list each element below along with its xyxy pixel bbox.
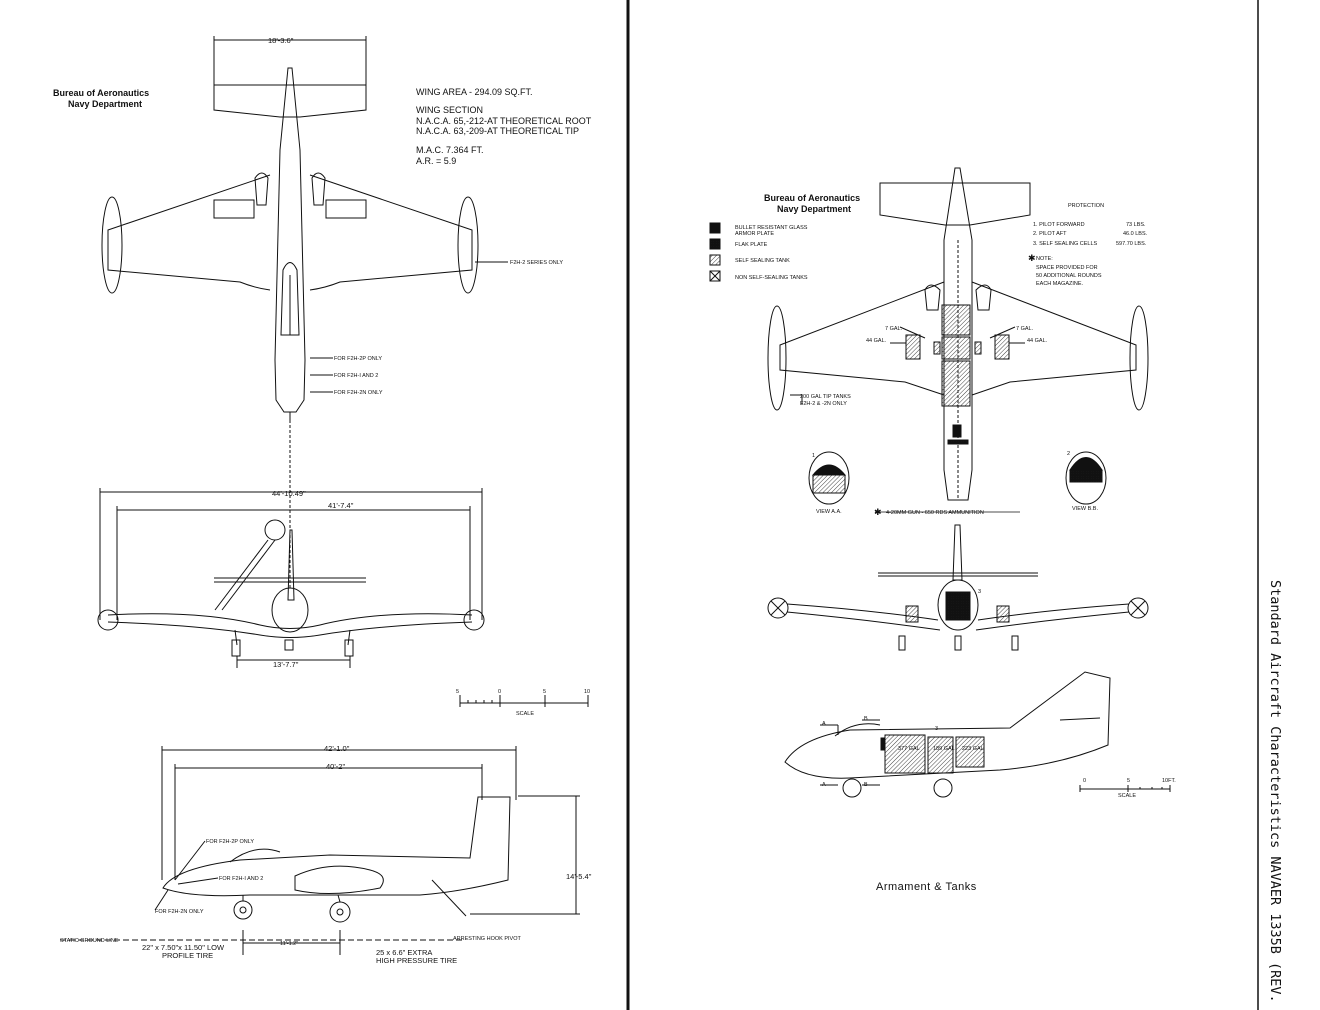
mark-3-side: 3 xyxy=(935,726,938,732)
bureau-title-right-1: Bureau of Aeronautics xyxy=(764,193,860,203)
scale-left-5a: 5 xyxy=(456,689,459,695)
dim-len-inner: 40'-2" xyxy=(326,762,345,771)
tank-189: 189 GAL xyxy=(933,746,955,752)
dim-tail-span: 18'-3.6" xyxy=(268,36,294,45)
main-tire-label-1: 22" x 7.50"x 11.50" LOW xyxy=(142,943,225,952)
armament-top-view xyxy=(767,167,1149,505)
prot-2-value: 46.0 LBS. xyxy=(1123,231,1148,237)
nose-tire-label-1: 25 x 6.6" EXTRA xyxy=(376,948,432,957)
nose-tire-label-2: HIGH PRESSURE TIRE xyxy=(376,956,457,965)
mark-b-bottom: B xyxy=(864,782,868,788)
wing-section-label: WING SECTION xyxy=(416,105,483,115)
note-line-3: EACH MAGAZINE. xyxy=(1036,281,1084,287)
main-tire-label-2: PROFILE TIRE xyxy=(162,951,213,960)
scale-left-word: SCALE xyxy=(516,711,534,717)
note-line-2: 50 ADDITIONAL ROUNDS xyxy=(1036,273,1102,279)
scale-left-0: 0 xyxy=(498,689,501,695)
side-2p-label: FOR F2H-2P ONLY xyxy=(206,839,254,845)
f2h2-series-label: F2H-2 SERIES ONLY xyxy=(510,260,563,266)
mark-1: 1 xyxy=(812,453,815,459)
armament-legend-swatches xyxy=(709,222,721,282)
for-2p-label: FOR F2H-2P ONLY xyxy=(334,356,382,362)
gal7-right: 7 GAL. xyxy=(1016,326,1034,332)
static-ground-label: STATIC GROUND LINE xyxy=(60,938,119,944)
prot-2-label: 2. PILOT AFT xyxy=(1033,231,1067,237)
tip-tank-label-1: 200 GAL TIP TANKS xyxy=(800,394,851,400)
dim-track: 13'-7.7" xyxy=(273,660,299,669)
gun-star: ✱ xyxy=(874,507,882,517)
naca-root-label: N.A.C.A. 65,-212-AT THEORETICAL ROOT xyxy=(416,116,592,126)
dim-len-total: 42'-1.0" xyxy=(324,744,350,753)
note-line-1: SPACE PROVIDED FOR xyxy=(1036,265,1098,271)
scale-left-5b: 5 xyxy=(543,689,546,695)
bureau-title-left-2: Navy Department xyxy=(68,99,142,109)
mark-b-top: B xyxy=(864,716,868,722)
scale-bar-right xyxy=(1079,785,1171,792)
wing-area-label: WING AREA - 294.09 SQ.FT. xyxy=(416,87,533,97)
top-view-drawing xyxy=(101,36,479,420)
scale-right-10: 10FT. xyxy=(1162,778,1176,784)
scale-right-word: SCALE xyxy=(1118,793,1136,799)
mark-3-front: 3 xyxy=(978,589,981,595)
side-view-drawing xyxy=(60,746,580,955)
naca-tip-label: N.A.C.A. 63,-209-AT THEORETICAL TIP xyxy=(416,126,579,136)
gal44-left: 44 GAL. xyxy=(866,338,887,344)
ar-label: A.R. = 5.9 xyxy=(416,156,456,166)
gun-note: 4-20MM GUN - 650 RDS AMMUNITION xyxy=(886,510,984,516)
tank-223: 223 GAL xyxy=(962,746,984,752)
arresting-hook-label: ARRESTING HOOK PIVOT xyxy=(453,936,521,942)
side-title: Standard Aircraft Characteristics NAVAER… xyxy=(1259,580,1299,1010)
side-2n-label: FOR F2H-2N ONLY xyxy=(155,909,204,915)
prot-1-label: 1. PILOT FORWARD xyxy=(1033,222,1085,228)
gal7-left: 7 GAL. xyxy=(885,326,903,332)
protection-title: PROTECTION xyxy=(1068,203,1104,209)
scale-right-5: 5 xyxy=(1127,778,1130,784)
scale-right-0: 0 xyxy=(1083,778,1086,784)
note-star: ✱ xyxy=(1028,253,1036,263)
for-1-2-label: FOR F2H-I AND 2 xyxy=(334,373,378,379)
dim-span-inner: 41'-7.4" xyxy=(328,501,354,510)
view-bb-label: VIEW B.B. xyxy=(1072,506,1098,512)
tank-377: 377 GAL xyxy=(898,746,920,752)
side-title-text: Standard Aircraft Characteristics NAVAER… xyxy=(1267,580,1283,1010)
scale-bar-left xyxy=(459,695,589,707)
note-title: NOTE: xyxy=(1036,256,1053,262)
prot-3-value: 597.70 LBS. xyxy=(1116,241,1147,247)
bureau-title-left-1: Bureau of Aeronautics xyxy=(53,88,149,98)
mac-label: M.A.C. 7.364 FT. xyxy=(416,145,484,155)
legend-4: NON SELF-SEALING TANKS xyxy=(735,275,808,281)
dim-span-total: 44'-10.49" xyxy=(272,489,306,498)
gal44-right: 44 GAL. xyxy=(1027,338,1048,344)
legend-1-line2: ARMOR PLATE xyxy=(735,231,774,237)
armament-caption: Armament & Tanks xyxy=(876,881,977,893)
mark-a-top: A xyxy=(822,721,826,727)
side-1-2-label: FOR F2H-I AND 2 xyxy=(219,876,263,882)
armament-side-view xyxy=(784,671,1111,798)
legend-2: FLAK PLATE xyxy=(735,242,768,248)
armament-front-view xyxy=(767,524,1149,651)
mark-a-bottom: A xyxy=(822,782,826,788)
dim-height: 14'-5.4" xyxy=(566,872,592,881)
view-aa-label: VIEW A.A. xyxy=(816,509,842,515)
prot-3-label: 3. SELF SEALING CELLS xyxy=(1033,241,1098,247)
front-view-drawing xyxy=(97,420,485,668)
tip-tank-label-2: F2H-2 & -2N ONLY xyxy=(800,401,847,407)
prot-1-value: 73 LBS. xyxy=(1126,222,1146,228)
legend-3: SELF SEALING TANK xyxy=(735,258,790,264)
for-2n-label: FOR F2H-2N ONLY xyxy=(334,390,383,396)
dim-wheelbase: 11'-1.2" xyxy=(280,941,298,947)
scale-left-10: 10 xyxy=(584,689,590,695)
bureau-title-right-2: Navy Department xyxy=(777,204,851,214)
mark-2: 2 xyxy=(1067,451,1070,457)
legend-1-line1: BULLET RESISTANT GLASS xyxy=(735,225,808,231)
